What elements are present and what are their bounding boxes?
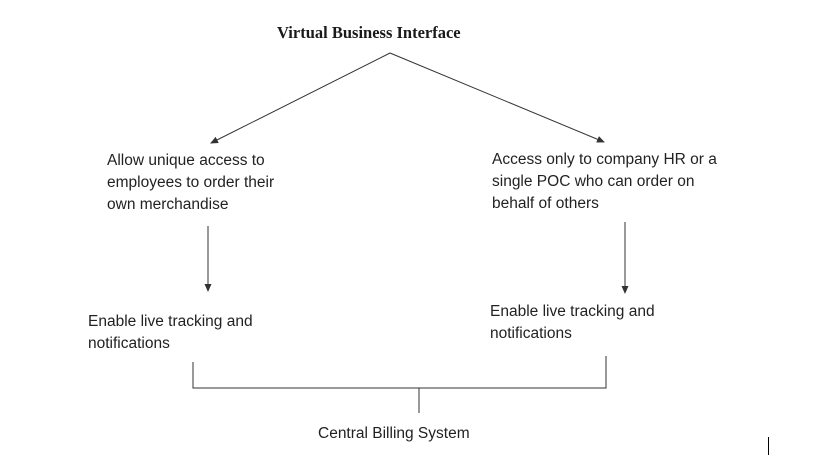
left-tracking-node: Enable live tracking and notifications <box>88 311 253 355</box>
right-tracking-line-2: notifications <box>490 325 572 342</box>
right-access-line-3: behalf of others <box>492 195 599 212</box>
left-access-line-1: Allow unique access to <box>107 152 265 169</box>
left-access-line-3: own merchandise <box>107 196 229 213</box>
left-access-node: Allow unique access to employees to orde… <box>107 150 274 216</box>
right-tracking-line-1: Enable live tracking and <box>490 303 655 320</box>
merge-bracket <box>192 356 607 389</box>
diagram-title: Virtual Business Interface <box>277 23 461 42</box>
central-billing-node: Central Billing System <box>318 425 470 442</box>
right-tracking-node: Enable live tracking and notifications <box>490 301 655 345</box>
right-access-line-1: Access only to company HR or a <box>492 151 717 168</box>
arrow-title-to-right <box>389 52 605 143</box>
left-tracking-line-1: Enable live tracking and <box>88 313 253 330</box>
left-tracking-line-2: notifications <box>88 335 170 352</box>
arrow-title-to-left <box>210 52 391 144</box>
right-access-line-2: single POC who can order on <box>492 173 695 190</box>
text-cursor[interactable] <box>768 437 769 455</box>
right-access-node: Access only to company HR or a single PO… <box>492 149 717 215</box>
left-access-line-2: employees to order their <box>107 174 275 191</box>
